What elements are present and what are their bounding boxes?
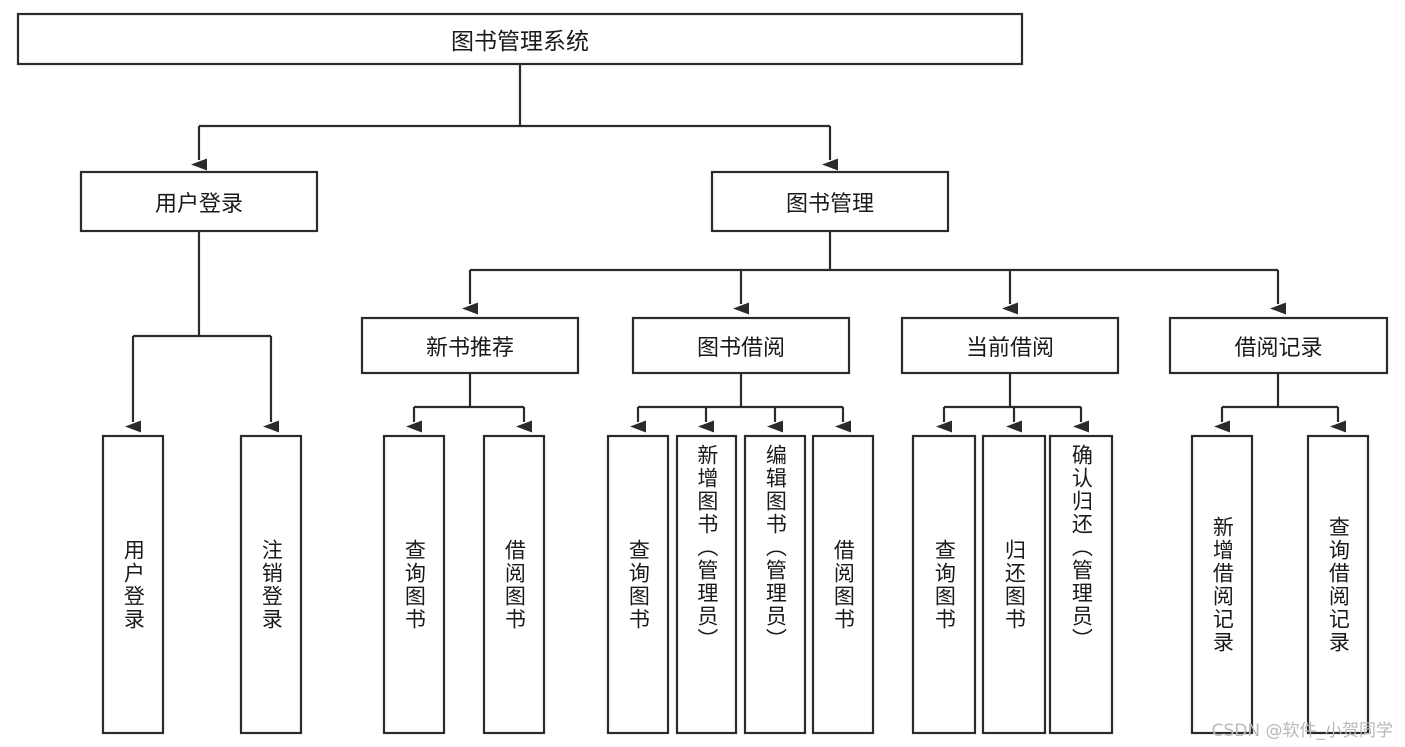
node-leaf-cb-return-box[interactable] xyxy=(981,434,1047,735)
node-leaf-cb-confirm-box[interactable] xyxy=(1048,434,1114,735)
node-root-box[interactable] xyxy=(16,12,1024,66)
node-leaf-bb-add-box[interactable] xyxy=(675,434,738,735)
node-leaf-nb-query-box[interactable] xyxy=(382,434,446,735)
node-user-login-box[interactable] xyxy=(79,170,319,233)
node-layer xyxy=(16,12,1389,735)
node-leaf-bb-lend-box[interactable] xyxy=(811,434,875,735)
node-leaf-cb-query-box[interactable] xyxy=(911,434,977,735)
node-leaf-br-query-box[interactable] xyxy=(1306,434,1370,735)
node-leaf-bb-edit-box[interactable] xyxy=(743,434,807,735)
node-borrow-record-box[interactable] xyxy=(1168,316,1389,375)
node-book-manage-box[interactable] xyxy=(710,170,950,233)
node-leaf-bb-query-box[interactable] xyxy=(606,434,670,735)
node-leaf-logout-box[interactable] xyxy=(239,434,303,735)
node-leaf-user-login-box[interactable] xyxy=(101,434,165,735)
node-new-book-box[interactable] xyxy=(360,316,580,375)
node-leaf-nb-borrow-box[interactable] xyxy=(482,434,546,735)
node-book-borrow-box[interactable] xyxy=(631,316,851,375)
node-current-borrow-box[interactable] xyxy=(900,316,1120,375)
node-leaf-br-add-box[interactable] xyxy=(1190,434,1254,735)
edge-layer xyxy=(125,63,1346,433)
